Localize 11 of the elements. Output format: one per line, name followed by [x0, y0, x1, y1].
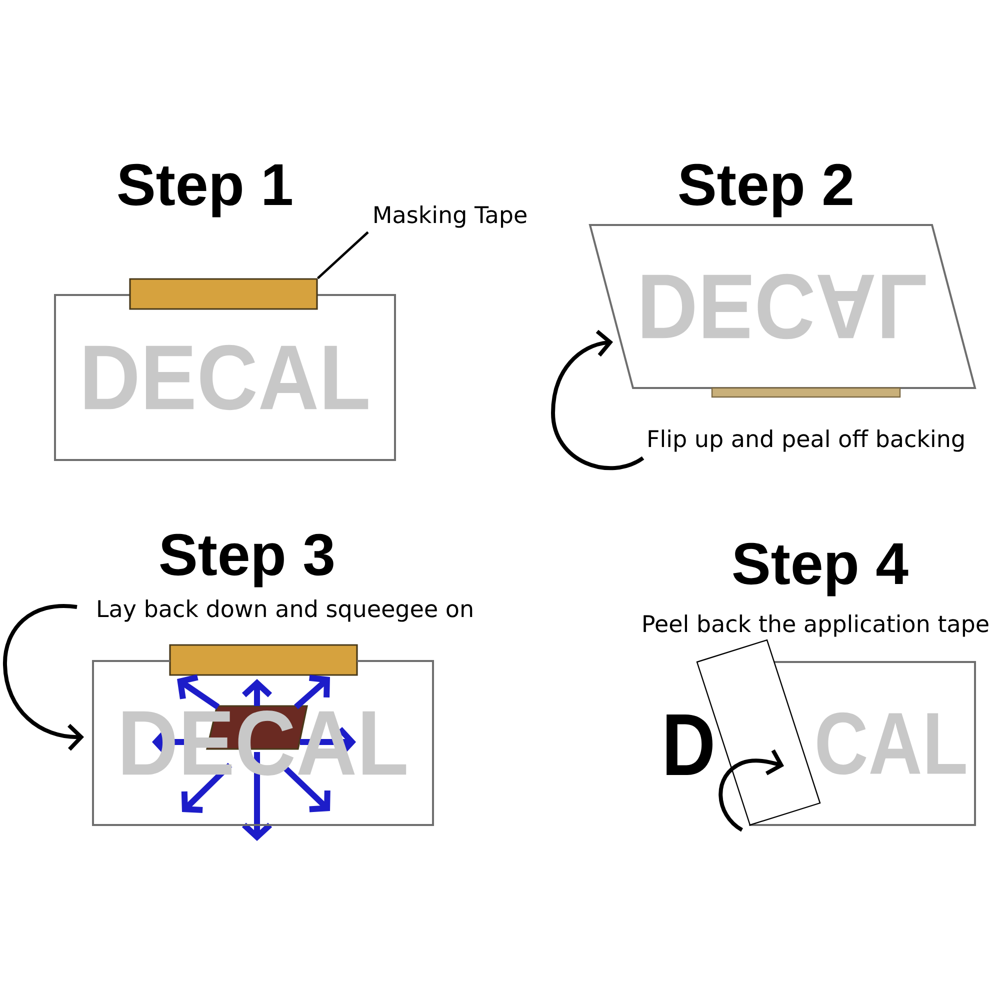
leader-line — [317, 231, 369, 280]
step-heading: Step 3 — [160, 534, 334, 588]
step-heading: Step 4 — [733, 542, 908, 596]
instruction-text: Flip up and peal off backing — [648, 430, 964, 452]
instruction-text: Lay back down and squeegee on — [98, 600, 472, 622]
decal-letter: D — [666, 714, 712, 775]
callout-text: Masking Tape — [374, 206, 526, 228]
step-heading: Step 1 — [118, 164, 292, 218]
tape-strip — [169, 644, 358, 676]
instruction-text: Peel back the application tape — [644, 614, 988, 637]
tape-strip — [129, 278, 318, 310]
